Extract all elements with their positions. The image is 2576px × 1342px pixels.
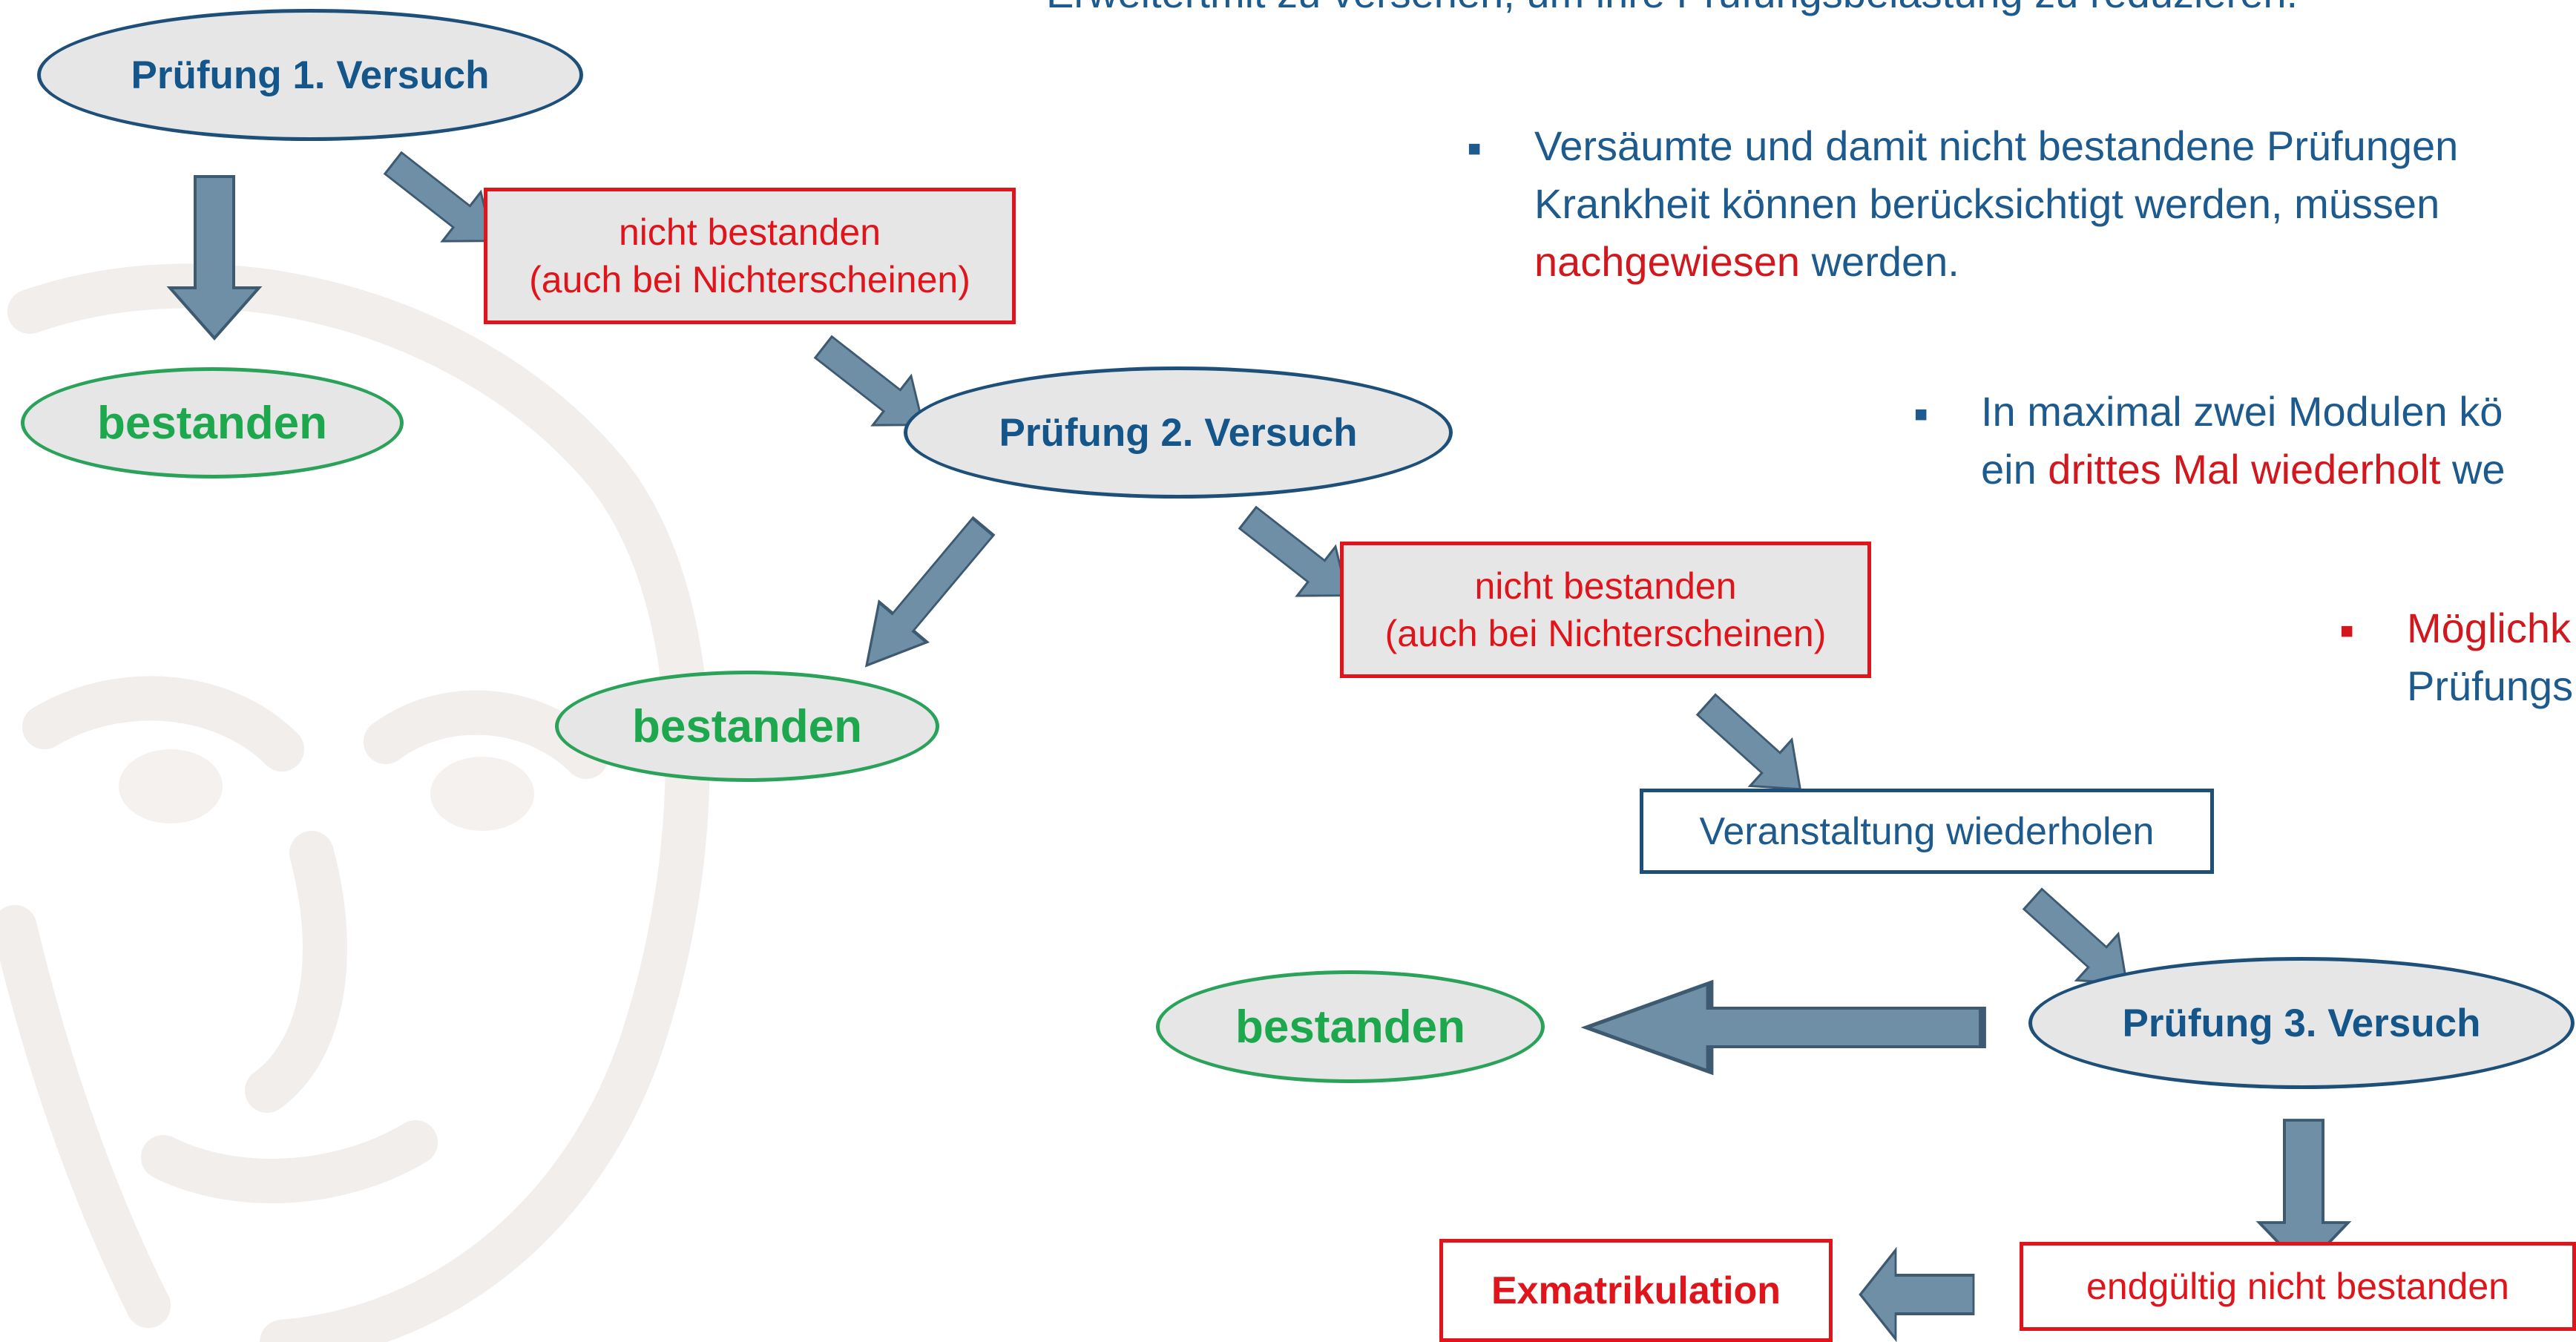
- final-fail-label: endgültig nicht bestanden: [2086, 1266, 2509, 1307]
- repeat-course: Veranstaltung wiederholen: [1640, 789, 2214, 874]
- bullet-3-line2: Prüfungs: [2407, 662, 2574, 709]
- bullet-2-post: we: [2440, 446, 2506, 493]
- bullet-1-rest: werden.: [1800, 238, 1959, 285]
- repeat-course-label: Veranstaltung wiederholen: [1699, 809, 2155, 853]
- exam-attempt-2: Prüfung 2. Versuch: [904, 366, 1453, 499]
- failed-1-line1: nicht bestanden: [618, 211, 881, 253]
- passed-1: bestanden: [21, 367, 404, 478]
- bullet-1-line3: nachgewiesen werden.: [1534, 233, 2458, 291]
- exam-attempt-1: Prüfung 1. Versuch: [37, 9, 583, 141]
- bullet-3: ■ Möglichk Prüfungs: [2340, 599, 2574, 715]
- exmatriculation: Exmatrikulation: [1439, 1239, 1833, 1342]
- passed-3: bestanden: [1156, 970, 1545, 1083]
- passed-2-label: bestanden: [631, 700, 863, 752]
- arrow-exam1-to-passed: [168, 175, 260, 340]
- top-cut-text: Erweitertmit zu versehen, um ihre Prüfun…: [1046, 0, 2298, 17]
- exmatriculation-label: Exmatrikulation: [1491, 1269, 1781, 1312]
- final-fail: endgültig nicht bestanden: [2020, 1242, 2576, 1331]
- exam-attempt-1-label: Prüfung 1. Versuch: [131, 53, 490, 97]
- arrow-exam2-to-passed: [841, 505, 1009, 687]
- bullet-1-mark: ■: [1468, 136, 1482, 161]
- failed-2-line2: (auch bei Nichterscheinen): [1384, 613, 1827, 654]
- failed-1-line2: (auch bei Nichterscheinen): [529, 259, 970, 300]
- passed-3-label: bestanden: [1235, 1001, 1466, 1053]
- failed-1: nicht bestanden (auch bei Nichterscheine…: [484, 188, 1016, 324]
- bullet-2-red: drittes Mal wiederholt: [2048, 446, 2441, 493]
- bullet-2-line2: ein drittes Mal wiederholt we: [1981, 441, 2506, 499]
- failed-2-line1: nicht bestanden: [1474, 565, 1737, 607]
- exam-attempt-3: Prüfung 3. Versuch: [2028, 957, 2575, 1089]
- failed-2: nicht bestanden (auch bei Nichterscheine…: [1340, 542, 1871, 678]
- bullet-1-red: nachgewiesen: [1534, 238, 1801, 285]
- bullet-2: ■ In maximal zwei Modulen kö ein drittes…: [1914, 383, 2506, 499]
- bullet-3-mark: ■: [2340, 619, 2354, 643]
- bullet-1: ■ Versäumte und damit nicht bestandene P…: [1468, 117, 2459, 291]
- arrow-exam3-to-passed: [1586, 983, 1982, 1072]
- passed-2: bestanden: [555, 671, 939, 782]
- bullet-2-pre: ein: [1981, 446, 2048, 493]
- passed-1-label: bestanden: [96, 397, 328, 449]
- arrow-finalfail-to-exmat: [1859, 1249, 1975, 1341]
- bullet-1-line2: Krankheit können berücksichtigt werden, …: [1534, 180, 2440, 227]
- exam-attempt-2-label: Prüfung 2. Versuch: [999, 410, 1358, 455]
- bullet-1-line1: Versäumte und damit nicht bestandene Prü…: [1534, 122, 2459, 169]
- bullet-2-line1: In maximal zwei Modulen kö: [1981, 388, 2503, 435]
- exam-attempt-3-label: Prüfung 3. Versuch: [2122, 1001, 2481, 1045]
- bullet-3-line1: Möglichk: [2407, 605, 2571, 651]
- bullet-2-mark: ■: [1914, 402, 1928, 427]
